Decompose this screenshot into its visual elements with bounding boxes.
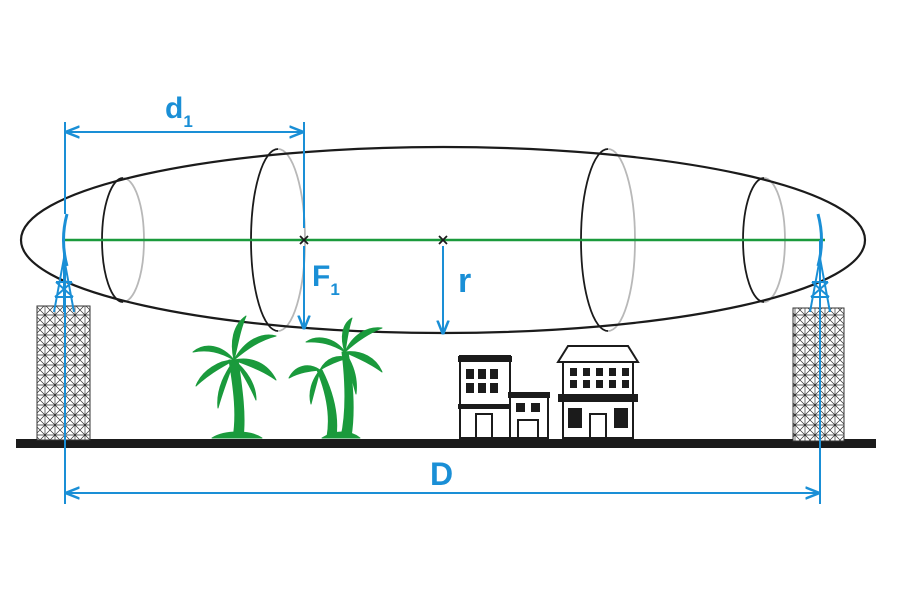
right-antenna-tower-icon <box>792 307 845 442</box>
D-label: D <box>430 456 453 492</box>
palm-tree-icon <box>192 315 277 439</box>
left-antenna-tower-icon <box>36 305 91 441</box>
d1-label: d1 <box>165 92 193 131</box>
F1-label: F1 <box>312 260 340 299</box>
r-label: r <box>458 262 471 300</box>
building-icon <box>556 345 640 439</box>
building-icon <box>458 355 550 439</box>
ground-line <box>16 439 876 448</box>
point-marks <box>299 235 448 245</box>
palm-tree-icon <box>288 317 383 439</box>
